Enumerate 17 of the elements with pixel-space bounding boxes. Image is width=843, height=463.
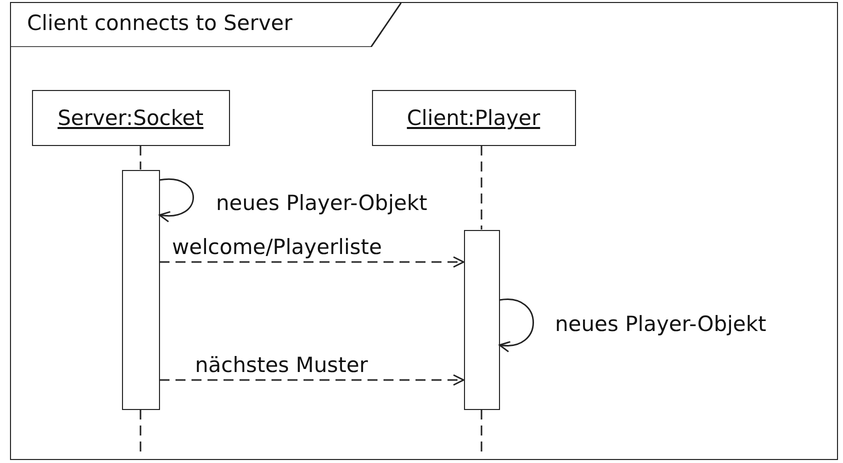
- lifeline: [140, 410, 142, 452]
- activation-bar: [464, 230, 500, 410]
- sequence-frame: [10, 2, 838, 460]
- lifeline: [140, 146, 142, 170]
- lifeline-header: Client:Player: [372, 90, 576, 146]
- self-message-arrow: [498, 298, 534, 352]
- message-arrow: [160, 374, 464, 386]
- message-label: neues Player-Objekt: [216, 192, 428, 216]
- message-label: neues Player-Objekt: [555, 313, 766, 336]
- lifeline-header: Server:Socket: [32, 90, 230, 146]
- message-label: welcome/Playerliste: [172, 236, 382, 260]
- activation-bar: [122, 170, 160, 410]
- lifeline: [480, 410, 482, 452]
- frame-title: Client connects to Server: [27, 11, 292, 35]
- lifeline: [480, 146, 482, 230]
- self-message-arrow: [158, 178, 194, 222]
- message-arrow: [160, 256, 464, 268]
